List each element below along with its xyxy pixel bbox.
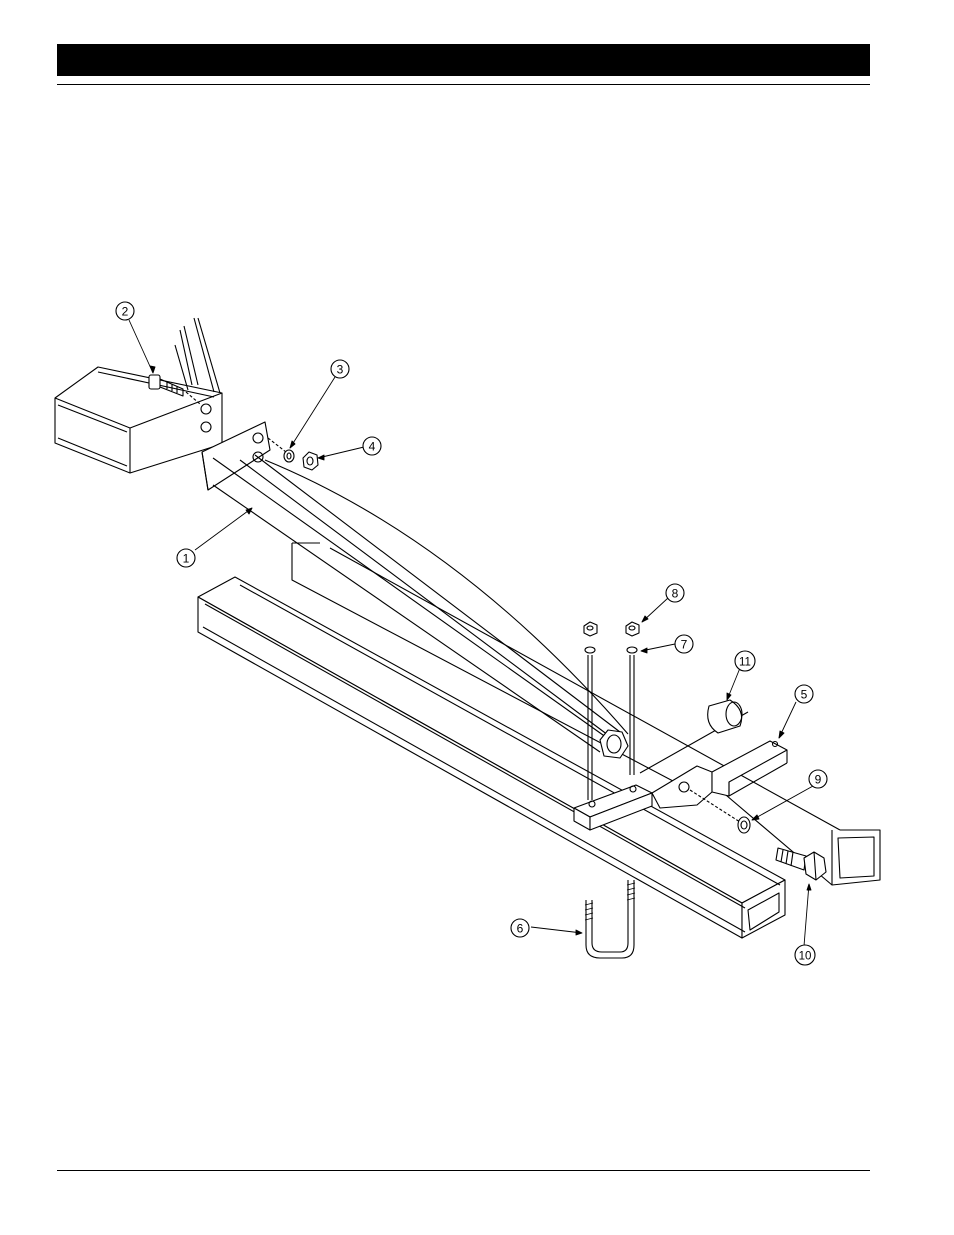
- callout-1: 1: [177, 549, 195, 567]
- callout-7-label: 7: [681, 638, 688, 652]
- callout-1-label: 1: [183, 552, 190, 566]
- spacer-tube: [708, 700, 742, 733]
- callout-5: 5: [795, 685, 813, 703]
- callout-3-label: 3: [337, 363, 344, 377]
- callout-11-label: 11: [739, 657, 751, 669]
- callout-6-label: 6: [517, 922, 524, 936]
- callout-4: 4: [363, 437, 381, 455]
- callout-2: 2: [116, 302, 134, 320]
- main-tube: [198, 577, 785, 938]
- callout-2-label: 2: [122, 305, 129, 319]
- callout-10-label: 10: [799, 951, 812, 963]
- callout-9-label: 9: [815, 773, 822, 787]
- callout-8-label: 8: [672, 587, 679, 601]
- callout-5-label: 5: [801, 688, 808, 702]
- callout-9: 9: [809, 770, 827, 788]
- callout-6: 6: [511, 919, 529, 937]
- axle-bracket: [574, 712, 787, 830]
- callout-3: 3: [331, 360, 349, 378]
- callout-7: 7: [675, 635, 693, 653]
- callout-4-label: 4: [369, 440, 376, 454]
- washer-and-nut: [284, 450, 318, 470]
- callout-8: 8: [666, 584, 684, 602]
- callout-10: 10: [795, 945, 815, 965]
- tongue-nut: [600, 730, 628, 758]
- callout-11: 11: [735, 651, 755, 671]
- hex-bolt: [149, 375, 200, 404]
